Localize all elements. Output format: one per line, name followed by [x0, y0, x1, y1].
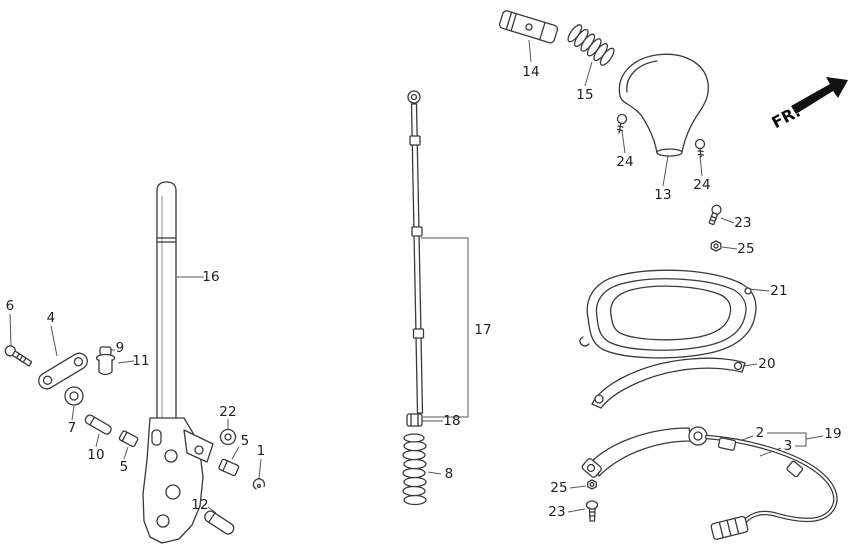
part-24-screw-b-drawing	[694, 138, 706, 158]
part-12-pin-drawing	[204, 510, 235, 535]
part-21-console-panel-drawing	[579, 269, 757, 359]
part-16-lever-tube-drawing	[156, 181, 177, 426]
part-8-spring-drawing	[402, 433, 427, 506]
part-20-plate-drawing	[591, 357, 746, 409]
part-9-11-joint-drawing	[95, 346, 116, 376]
part-19-select-wire-drawing	[581, 426, 838, 540]
part-24-screw-a-drawing	[616, 113, 628, 134]
part-7-grommet-drawing	[64, 386, 84, 406]
part-drawings	[4, 10, 848, 544]
part-18-bushing-drawing	[406, 413, 423, 427]
part-25-nut-b-drawing	[587, 479, 597, 490]
part-5-bushing-left-drawing	[118, 430, 139, 448]
part-13-shift-knob-drawing	[618, 53, 709, 157]
fr-direction-arrow-icon	[791, 77, 848, 114]
part-10-pin-drawing	[84, 414, 112, 435]
part-15-spring-drawing	[567, 24, 615, 66]
lever-base-bracket-drawing	[142, 417, 214, 544]
part-17-rod-drawing	[407, 90, 425, 414]
part-6-bolt-drawing	[4, 345, 33, 367]
part-14-cylinder-drawing	[498, 10, 559, 44]
part-5-bushing-right-drawing	[218, 458, 240, 477]
part-22-nut-drawing	[219, 428, 237, 446]
part-23-bolt-b-drawing	[585, 500, 599, 522]
part-4-bracket-drawing	[38, 352, 88, 390]
part-1-clip-drawing	[252, 478, 266, 490]
part-23-bolt-a-drawing	[708, 204, 722, 226]
part-25-nut-a-drawing	[710, 240, 722, 252]
